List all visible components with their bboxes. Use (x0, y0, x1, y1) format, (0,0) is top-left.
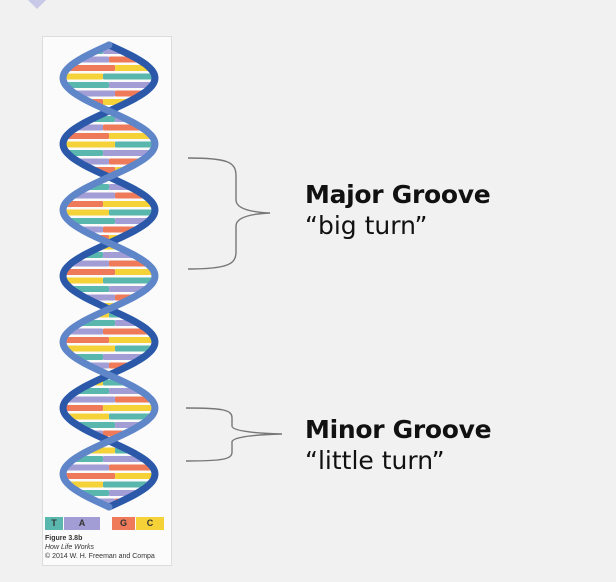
base-pair (66, 413, 152, 420)
base-pair (64, 201, 154, 207)
base-pair (67, 150, 151, 156)
major-groove-label: Major Groove “big turn” (305, 180, 491, 240)
minor-groove-bracket (185, 407, 283, 462)
base-pair (66, 396, 152, 403)
base-pair (63, 269, 155, 275)
base-pair (68, 481, 150, 488)
corner-triangle (28, 0, 46, 9)
base-pair (65, 464, 153, 471)
legend-t: T (45, 517, 63, 530)
legend-a: A (64, 517, 100, 530)
base-pair (74, 456, 144, 462)
base-pair (63, 337, 155, 343)
base-pair (68, 65, 150, 71)
minor-groove-label: Minor Groove “little turn” (305, 415, 492, 475)
caption-book-title: How Life Works (45, 544, 95, 551)
base-pair (63, 405, 155, 411)
base-pair (70, 260, 148, 267)
legend-c: C (136, 517, 164, 530)
legend-g: G (112, 517, 135, 530)
minor-groove-subtitle: “little turn” (305, 446, 445, 475)
base-pair (68, 328, 150, 335)
dna-figure: T A G C Figure 3.8b How Life Works © 201… (42, 36, 172, 566)
caption-figure-number: Figure 3.8b (45, 535, 83, 542)
minor-groove-title: Minor Groove (305, 415, 492, 444)
dna-double-helix (59, 41, 159, 511)
base-pair (64, 277, 154, 284)
figure-caption: Figure 3.8b How Life Works © 2014 W. H. … (45, 534, 171, 561)
base-pair (63, 73, 155, 80)
base-pair (63, 141, 155, 148)
major-groove-bracket (187, 157, 271, 270)
base-pair (69, 218, 149, 224)
base-pair (63, 473, 155, 479)
backbone-strand-1 (59, 41, 159, 511)
major-groove-title: Major Groove (305, 180, 491, 209)
major-groove-subtitle: “big turn” (305, 211, 428, 240)
base-pair-legend: T A G C (45, 517, 171, 531)
base-pair (63, 209, 155, 216)
caption-copyright: © 2014 W. H. Freeman and Compa (45, 553, 155, 560)
base-pair (65, 82, 153, 88)
base-pair (66, 133, 152, 139)
base-pair (71, 286, 147, 292)
base-pair (65, 345, 153, 352)
backbone-strand-2 (59, 41, 159, 511)
